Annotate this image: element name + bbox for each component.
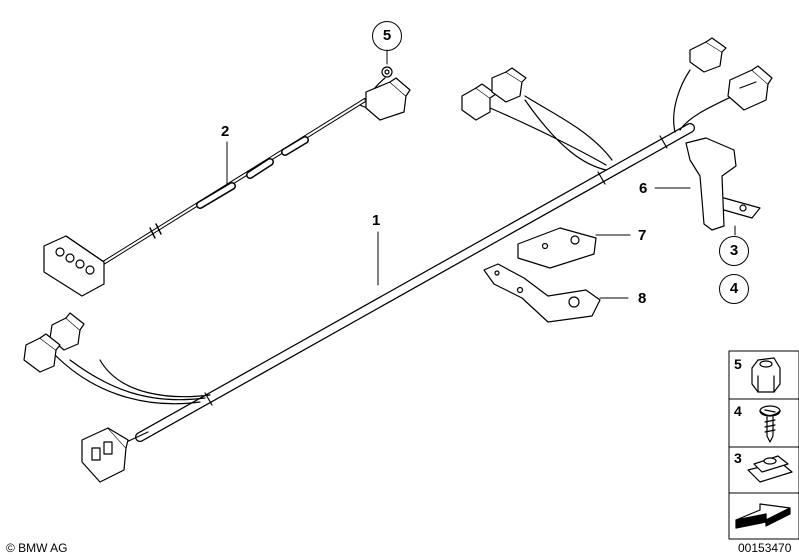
diagram-number: 00153470 (738, 541, 792, 555)
callout-2: 2 (221, 123, 230, 140)
callout-7: 7 (638, 227, 647, 244)
callout-6: 6 (639, 180, 648, 197)
connector-top-c (689, 37, 727, 73)
callout-4-circle: 4 (719, 274, 749, 304)
ring-terminal (381, 66, 393, 78)
connector-left-lower (23, 333, 61, 373)
connector-top-b (491, 67, 527, 103)
connector-harness-2-top (365, 77, 411, 121)
copyright-text: © BMW AG (6, 541, 68, 555)
legend-label-5: 5 (734, 356, 742, 372)
legend-label-3: 3 (734, 450, 742, 466)
connector-top-d (727, 65, 773, 111)
bracket-8 (483, 263, 601, 323)
legend-label-4: 4 (734, 403, 742, 419)
connector-block-2 (43, 235, 105, 297)
callout-5-circle: 5 (372, 21, 402, 51)
bracket-6 (685, 137, 761, 231)
callout-8: 8 (638, 290, 647, 307)
cable-harness-2 (98, 77, 386, 267)
screw-icon (759, 405, 781, 443)
main-harness (54, 69, 736, 446)
connector-top-a (461, 83, 497, 121)
callout-1: 1 (372, 212, 381, 229)
callout-3-circle: 3 (719, 236, 749, 266)
leader-lines (226, 49, 736, 299)
connector-bottom-left (81, 427, 129, 483)
nut-icon (751, 357, 781, 393)
arrow-icon (735, 503, 791, 529)
clip-nut-icon (747, 455, 793, 483)
plate-7 (517, 227, 597, 269)
